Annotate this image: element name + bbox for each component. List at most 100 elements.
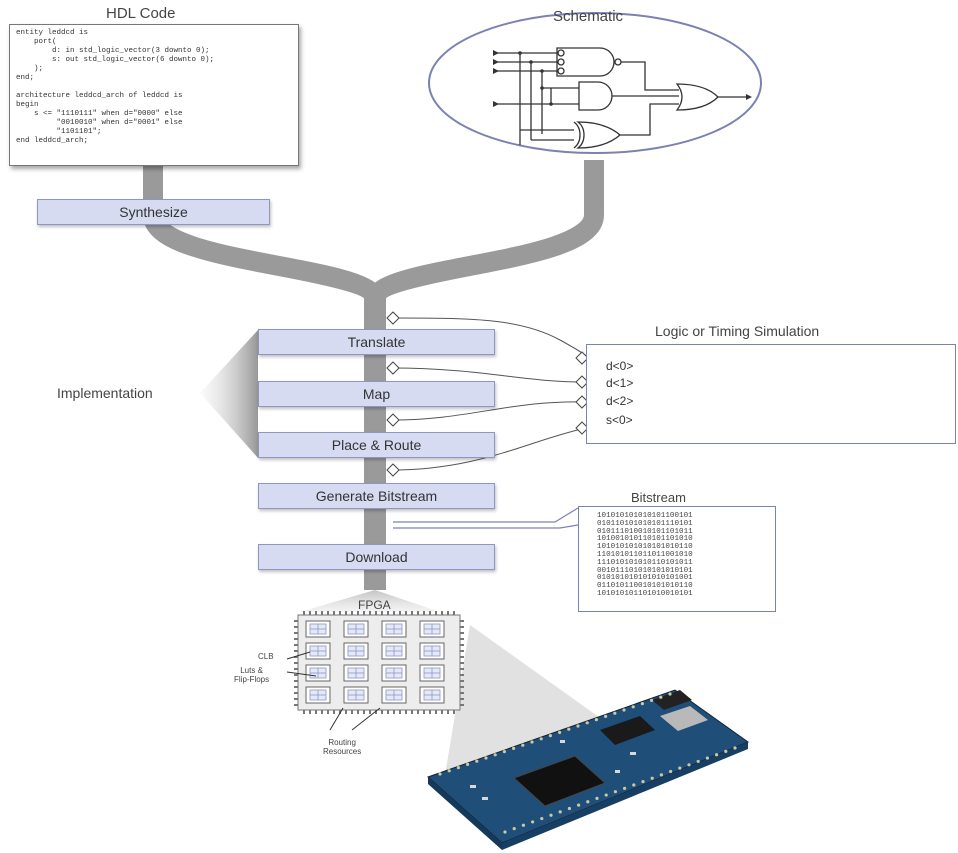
fpga-pin <box>294 638 298 640</box>
board-header-pin <box>531 820 535 824</box>
fpga-pin <box>460 626 464 628</box>
board-header-pin <box>631 705 635 709</box>
fpga-pin <box>460 662 464 664</box>
fpga-pin <box>303 611 305 615</box>
hdl-code-line: s: out std_logic_vector(6 downto 0); <box>16 56 215 64</box>
bitstream-row: 010110101010101110101 <box>597 519 693 528</box>
place-route-step[interactable]: Place & Route <box>258 432 495 458</box>
fpga-pin <box>327 710 329 714</box>
fpga-pin <box>294 686 298 688</box>
board-header-pin <box>604 793 608 797</box>
board-header-pin <box>640 702 645 706</box>
board-header-pin <box>548 734 553 738</box>
fpga-pin <box>460 668 464 670</box>
board-header-pin <box>558 730 562 735</box>
fpga-pin <box>441 710 443 714</box>
clb-cell <box>381 686 407 704</box>
clb-cell <box>381 620 407 638</box>
clb-cell <box>419 664 445 682</box>
board-header-pin <box>668 692 672 696</box>
board-header-pin <box>512 827 516 831</box>
fpga-pin <box>381 710 383 714</box>
fpga-pin <box>294 650 298 652</box>
fpga-pin <box>460 698 464 700</box>
board-header-pin <box>475 759 479 763</box>
bitstream-row: 110101011011011001010 <box>597 550 693 559</box>
fpga-pin <box>309 611 311 615</box>
fpga-pin <box>460 692 464 694</box>
hdl-code-line: architecture leddcd_arch of leddcd is <box>16 92 183 100</box>
board-header-pin <box>511 746 516 751</box>
fpga-pin <box>357 611 359 615</box>
fpga-pin <box>369 710 371 714</box>
hdl-code-line: ); <box>16 65 44 73</box>
board-header-pin <box>715 753 719 757</box>
board-header-pin <box>733 746 737 750</box>
simulation-title: Logic or Timing Simulation <box>655 323 820 339</box>
hdl-code-line: "0010010" when d="0001" else <box>16 119 183 127</box>
board-header-pin <box>650 776 654 780</box>
clb-cell <box>343 686 369 704</box>
board-header-pin <box>567 727 571 731</box>
fpga-pin <box>294 656 298 658</box>
clb-cell <box>305 664 331 682</box>
fpga-pin <box>351 611 353 615</box>
fpga-pin <box>375 611 377 615</box>
bitstream-row: 101001010110101101010 <box>597 535 693 544</box>
fpga-pin <box>393 710 395 714</box>
board-header-pin <box>447 769 451 773</box>
board-header-pin <box>466 762 470 767</box>
board-header-pin <box>521 823 526 827</box>
bitstream-row: 010101010101010101001 <box>597 574 693 583</box>
fpga-pin <box>375 710 377 714</box>
fpga-pin <box>417 710 419 714</box>
bitstream-row: 101010101010101010110 <box>597 543 693 552</box>
fpga-pin <box>399 611 401 615</box>
bitstream-row: 010111010010101101011 <box>597 527 693 536</box>
fpga-pin <box>303 710 305 714</box>
fpga-clbs <box>305 620 445 704</box>
fpga-pin <box>333 710 335 714</box>
board-header-pin <box>696 759 700 764</box>
fpga-pin <box>405 611 407 615</box>
board-header-pin <box>503 830 507 834</box>
bitstream-pointer-2 <box>393 524 579 529</box>
clb-cell <box>343 620 369 638</box>
board-header-pin <box>484 756 488 760</box>
fpga-pin <box>460 674 464 676</box>
board-header-pin <box>687 763 691 767</box>
board-header-pin <box>705 756 710 760</box>
hdl-code-line: port( <box>16 38 57 46</box>
clb-cell <box>419 686 445 704</box>
board-header-pin <box>659 773 664 777</box>
fpga-pin <box>363 710 365 714</box>
download-step[interactable]: Download <box>258 544 495 570</box>
fpga-title: FPGA <box>358 598 391 612</box>
board-header-pin <box>659 695 663 699</box>
hdl-code-line <box>16 83 292 92</box>
fpga-pin <box>339 611 341 615</box>
map-step[interactable]: Map <box>258 381 495 407</box>
board-header-pin <box>678 766 682 770</box>
fpga-pin <box>447 710 449 714</box>
synthesize-step[interactable]: Synthesize <box>37 199 270 225</box>
translate-step[interactable]: Translate <box>258 329 495 355</box>
fpga-pin <box>453 710 455 714</box>
generate-bitstream-step[interactable]: Generate Bitstream <box>258 483 495 509</box>
board-header-pin <box>539 737 543 741</box>
board-header-pin <box>623 786 627 790</box>
board-header-pin <box>613 711 617 715</box>
fpga-chip <box>294 611 464 714</box>
fpga-pin <box>345 710 347 714</box>
implementation-cone <box>200 330 258 458</box>
fpga-pin <box>294 704 298 706</box>
board-header-pin <box>585 721 589 725</box>
board-header-pin <box>540 816 544 821</box>
signal-label-d1: d<1> <box>606 376 634 390</box>
simulation-panel <box>586 344 956 444</box>
fpga-pin <box>345 611 347 615</box>
fpga-pin <box>363 611 365 615</box>
board-header-pin <box>632 783 636 787</box>
board-header-pin <box>438 772 442 776</box>
fpga-pin <box>357 710 359 714</box>
